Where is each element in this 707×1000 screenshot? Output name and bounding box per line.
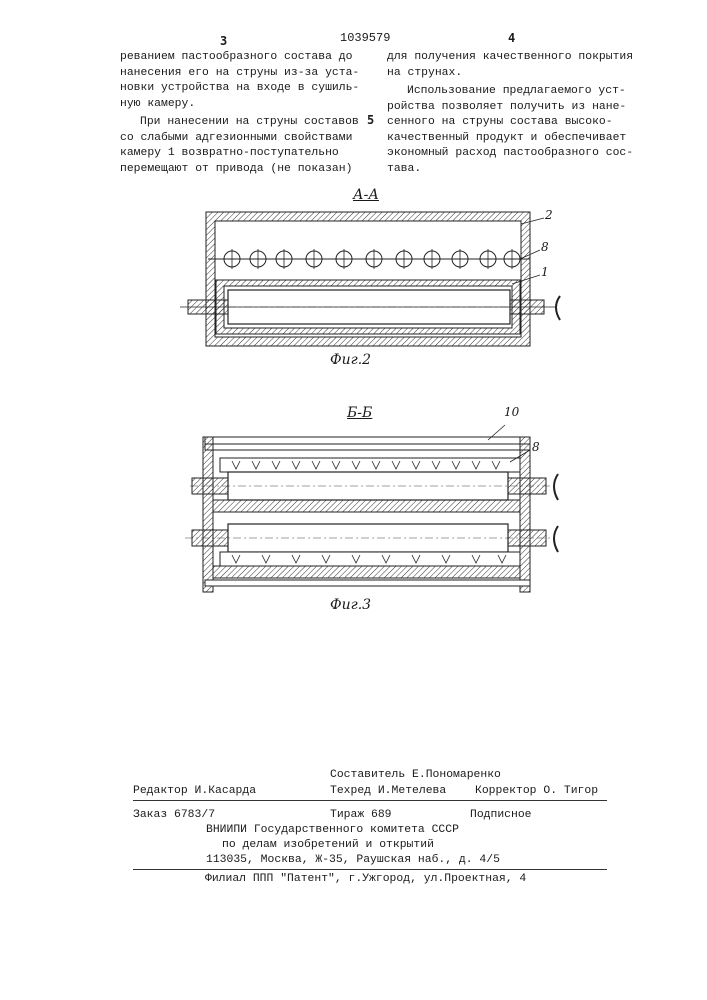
- footer-editor: Редактор И.Касарда: [133, 784, 256, 800]
- footer-address: 113035, Москва, Ж-35, Раушская наб., д. …: [206, 853, 500, 869]
- footer-branch: Филиал ППП "Патент", г.Ужгород, ул.Проек…: [205, 872, 526, 888]
- footer-divider: [133, 800, 607, 801]
- figure3-callout-10: 10: [504, 405, 519, 419]
- footer-compiler: Составитель Е.Пономаренко: [330, 768, 501, 784]
- footer-techred: Техред И.Метелева: [330, 784, 446, 800]
- footer-org-line1: ВНИИПИ Государственного комитета СССР: [206, 823, 459, 839]
- footer-corrector: Корректор О. Тигор: [475, 784, 598, 800]
- figure3-caption: Фиг.3: [330, 597, 371, 613]
- footer-subscription: Подписное: [470, 808, 532, 824]
- footer-divider: [133, 869, 607, 870]
- footer-org-line2: по делам изобретений и открытий: [222, 838, 434, 854]
- footer-circulation: Тираж 689: [330, 808, 392, 824]
- figure3-callout-8: 8: [532, 440, 540, 454]
- footer-order: Заказ 6783/7: [133, 808, 215, 824]
